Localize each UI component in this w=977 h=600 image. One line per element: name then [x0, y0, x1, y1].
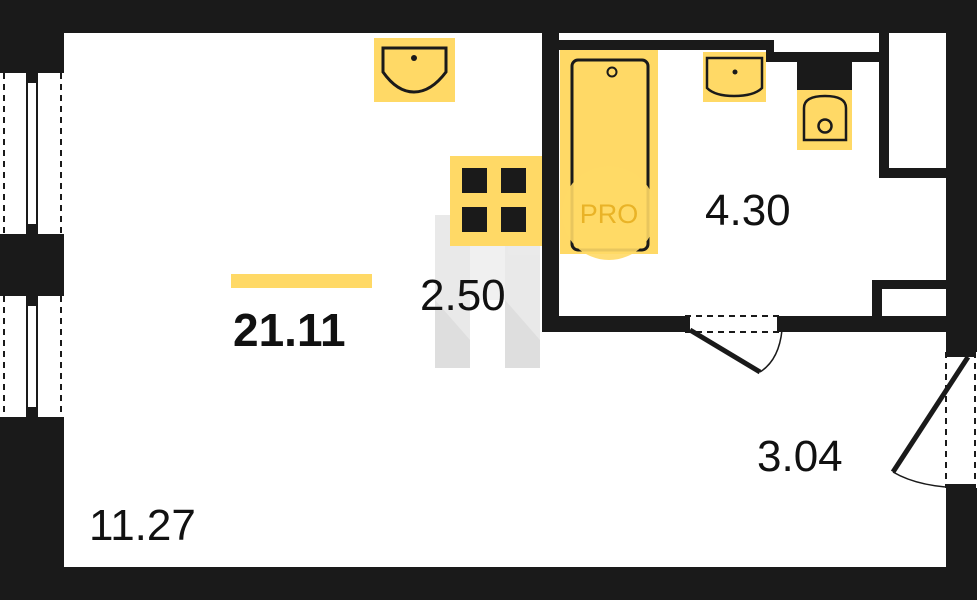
shaft-bottom-wall — [879, 168, 946, 178]
window-upper — [3, 73, 62, 234]
bathroom-top-inner-wall — [559, 40, 773, 50]
duct-top-wall — [766, 52, 879, 62]
kitchen-sink-icon — [374, 38, 455, 102]
ventilation-duct — [797, 62, 852, 90]
washbasin-icon — [703, 52, 766, 102]
top-wall — [0, 0, 977, 33]
bathroom-bottom-wall-right — [782, 316, 946, 332]
bathroom-walls — [542, 28, 946, 332]
stove-icon — [450, 156, 542, 246]
left-wall-lower — [0, 417, 64, 600]
total-area-underline — [231, 274, 372, 288]
kitchen-area: 2.50 — [420, 271, 506, 320]
bathroom-door[interactable] — [680, 315, 787, 375]
hallway-area: 3.04 — [757, 432, 843, 481]
bottom-wall — [0, 567, 977, 600]
niche-wall-horizontal — [872, 280, 946, 289]
watermark-logo — [435, 215, 540, 368]
shaft-left-wall — [879, 28, 889, 178]
bathroom-area: 4.30 — [705, 186, 791, 235]
right-wall-lower — [946, 488, 977, 600]
toilet-icon — [797, 90, 852, 150]
left-wall-upper — [0, 0, 64, 73]
bathroom-bottom-wall-left — [542, 316, 685, 332]
niche-wall-vertical — [872, 280, 882, 324]
left-wall-pier — [0, 234, 64, 296]
total-area-value: 21.11 — [233, 304, 346, 356]
pro-badge-text: PRO — [580, 199, 639, 229]
bathroom-notch — [766, 40, 774, 62]
pro-badge: PRO — [562, 166, 656, 260]
living-room-area: 11.27 — [89, 501, 196, 550]
right-wall-upper — [946, 0, 977, 352]
entrance-door[interactable] — [890, 347, 977, 494]
bathroom-left-wall — [542, 28, 559, 332]
window-lower — [3, 296, 62, 417]
